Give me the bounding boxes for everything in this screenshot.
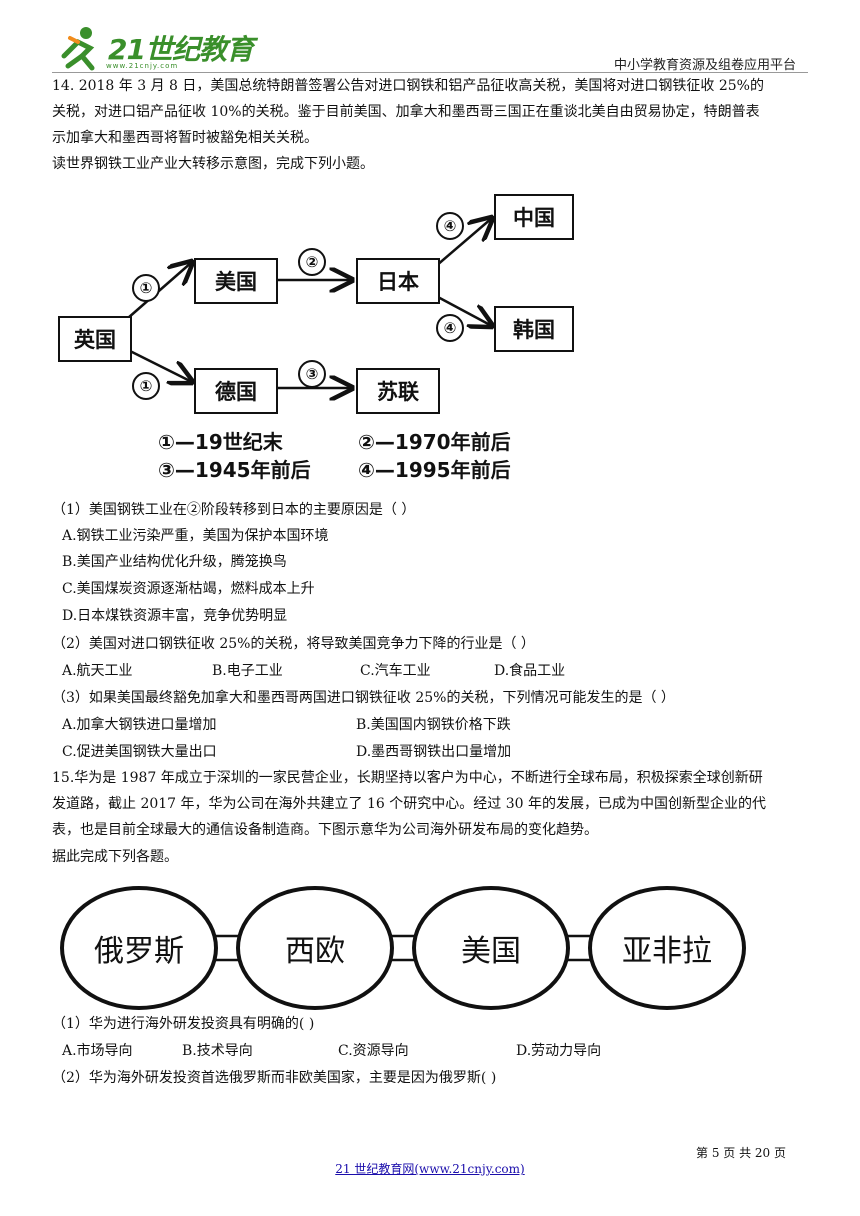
q15-sub1-stem: （1）华为进行海外研发投资具有明确的( ) [52, 1016, 315, 1032]
stage-3-label: ③ [298, 360, 326, 388]
q14-sub1-option-a: A.钢铁工业污染严重，美国为保护本国环境 [62, 528, 329, 544]
box-germany: 德国 [194, 368, 278, 414]
diagram-arrows [127, 186, 600, 486]
stage-1-label-bottom: ① [132, 372, 160, 400]
q15-sub1-option-c: C.资源导向 [338, 1043, 409, 1059]
box-korea: 韩国 [494, 306, 574, 352]
q14-sub1-stem: （1）美国钢铁工业在②阶段转移到日本的主要原因是（ ） [52, 502, 416, 518]
box-china: 中国 [494, 194, 574, 240]
q15-line-2: 发道路，截止 2017 年，华为公司在海外共建立了 16 个研究中心。经过 30… [52, 796, 766, 812]
huawei-rnd-flow-diagram: 俄罗斯 西欧 美国 亚非拉 [56, 884, 746, 1012]
logo-text: 21世纪教育 [108, 33, 254, 66]
q15-line-1: 15.华为是 1987 年成立于深圳的一家民营企业，长期坚持以客户为中心，不断进… [52, 770, 763, 786]
steel-transfer-diagram: 英国 美国 德国 日本 苏联 中国 韩国 ① ① ② ③ ④ ④ ①—19世纪末… [40, 186, 600, 486]
site-logo: 21世纪教育 www.21cnjy.com [56, 26, 256, 74]
legend-stage-4: ④—1995年前后 [358, 458, 511, 482]
logo-subtext: www.21cnjy.com [106, 62, 179, 70]
q14-sub1-option-d: D.日本煤铁资源丰富，竞争优势明显 [62, 608, 288, 624]
q14-sub1-option-c: C.美国煤炭资源逐渐枯竭，燃料成本上升 [62, 581, 315, 597]
q14-line-2: 关税，对进口铝产品征收 10%的关税。鉴于目前美国、加拿大和墨西哥三国正在重谈北… [52, 104, 760, 120]
q14-sub1-option-b: B.美国产业结构优化升级，腾笼换鸟 [62, 554, 287, 570]
q14-sub2-option-a: A.航天工业 [62, 663, 133, 679]
q15-sub1-option-a: A.市场导向 [62, 1043, 133, 1059]
q14-sub2-stem: （2）美国对进口钢铁征收 25%的关税，将导致美国竞争力下降的行业是（ ） [52, 636, 535, 652]
q14-line-3: 示加拿大和墨西哥将暂时被豁免相关关税。 [52, 130, 318, 146]
stage-4-label-bottom: ④ [436, 314, 464, 342]
box-japan: 日本 [356, 258, 440, 304]
q14-sub3-option-d: D.墨西哥钢铁出口量增加 [356, 744, 512, 760]
q14-sub3-option-a: A.加拿大钢铁进口量增加 [62, 717, 217, 733]
q14-sub2-option-d: D.食品工业 [494, 663, 566, 679]
legend-stage-3: ③—1945年前后 [158, 458, 311, 482]
box-usa: 美国 [194, 258, 278, 304]
stage-1-label-top: ① [132, 274, 160, 302]
q14-sub3-stem: （3）如果美国最终豁免加拿大和墨西哥两国进口钢铁征收 25%的关税，下列情况可能… [52, 690, 675, 706]
flow-node-asia-africa-latam: 亚非拉 [588, 886, 746, 1010]
box-uk: 英国 [58, 316, 132, 362]
header-divider [52, 72, 808, 73]
q15-sub1-option-b: B.技术导向 [182, 1043, 253, 1059]
q14-sub3-option-b: B.美国国内钢铁价格下跌 [356, 717, 511, 733]
legend-stage-1: ①—19世纪末 [158, 430, 283, 454]
legend-stage-2: ②—1970年前后 [358, 430, 511, 454]
footer-site-link[interactable]: 21 世纪教育网(www.21cnjy.com) [335, 1162, 525, 1176]
page-number: 第 5 页 共 20 页 [696, 1146, 786, 1160]
box-ussr: 苏联 [356, 368, 440, 414]
stage-2-label: ② [298, 248, 326, 276]
stage-4-label-top: ④ [436, 212, 464, 240]
q15-sub2-stem: （2）华为海外研发投资首选俄罗斯而非欧美国家，主要是因为俄罗斯( ) [52, 1070, 497, 1086]
flow-node-western-europe: 西欧 [236, 886, 394, 1010]
q14-sub2-option-c: C.汽车工业 [360, 663, 431, 679]
flow-node-russia: 俄罗斯 [60, 886, 218, 1010]
q15-line-3: 表，也是目前全球最大的通信设备制造商。下图示意华为公司海外研发布局的变化趋势。 [52, 822, 598, 838]
platform-title: 中小学教育资源及组卷应用平台 [613, 58, 796, 73]
runner-icon [61, 27, 95, 71]
q14-sub3-option-c: C.促进美国钢铁大量出口 [62, 744, 217, 760]
q14-line-1: 14. 2018 年 3 月 8 日，美国总统特朗普签署公告对进口钢铁和铝产品征… [52, 78, 764, 94]
q14-sub2-option-b: B.电子工业 [212, 663, 283, 679]
q14-line-4: 读世界钢铁工业产业大转移示意图，完成下列小题。 [52, 156, 374, 172]
flow-node-usa: 美国 [412, 886, 570, 1010]
q15-sub1-option-d: D.劳动力导向 [516, 1043, 602, 1059]
q15-line-4: 据此完成下列各题。 [52, 849, 178, 865]
